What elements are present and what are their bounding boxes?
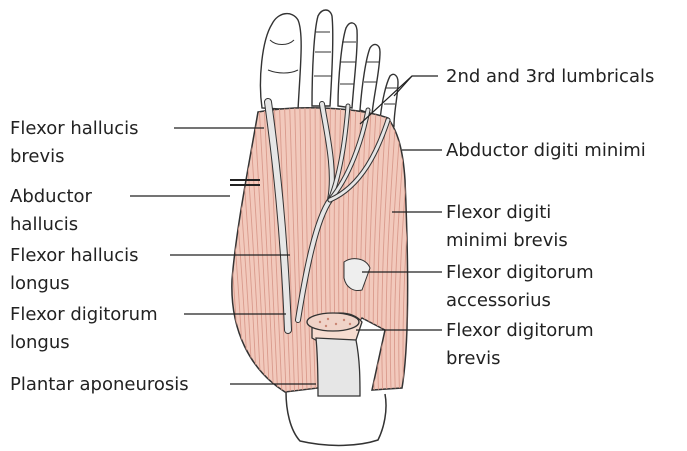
label-abductor-hallucis-line2: hallucis [10,214,78,235]
label-flexor-digitorum-longus-line1: Flexor digitorum [10,304,158,325]
label-abductor-hallucis-line1: Abductor [10,186,93,207]
label-flexor-digitorum-longus-line2: longus [10,332,70,353]
label-flexor-digitorum-brevis-line1: Flexor digitorum [446,320,594,341]
label-flexor-hallucis-brevis-line2: brevis [10,146,65,167]
label-lumbricals: 2nd and 3rd lumbricals [446,66,654,87]
label-flexor-hallucis-brevis-line1: Flexor hallucis [10,118,138,139]
label-abductor-digiti-minimi: Abductor digiti minimi [446,140,646,161]
label-flexor-digitorum-accessorius-line2: accessorius [446,290,551,311]
fourth-toe [360,45,380,114]
heel-outline [286,392,386,445]
third-toe [338,23,357,108]
flexor-digitorum-brevis-cut [307,313,359,331]
second-toe [312,10,333,106]
label-flexor-digitorum-accessorius-line1: Flexor digitorum [446,262,594,283]
muscle-fibre [213,104,236,400]
big-toe [260,14,301,110]
label-flexor-hallucis-longus-line2: longus [10,273,70,294]
label-flexor-digiti-minimi-brevis-line1: Flexor digiti [446,202,551,223]
muscle-fibre [407,104,422,400]
label-flexor-digitorum-brevis-line2: brevis [446,348,501,369]
plantar-aponeurosis-shape [316,338,360,396]
label-flexor-hallucis-longus-line1: Flexor hallucis [10,245,138,266]
label-flexor-digiti-minimi-brevis-line2: minimi brevis [446,230,568,251]
label-plantar-aponeurosis: Plantar aponeurosis [10,374,189,395]
